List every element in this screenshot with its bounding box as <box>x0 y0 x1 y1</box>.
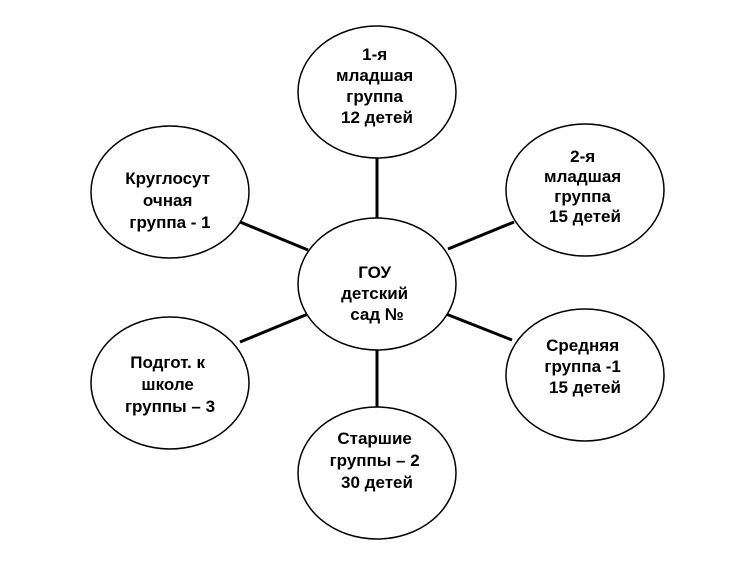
node-center-ellipse <box>297 217 457 351</box>
node-middle: Средняя группа -1 15 детей <box>505 308 665 442</box>
node-junior-1-ellipse <box>297 25 457 159</box>
node-prep-line-2: школе <box>141 375 193 394</box>
node-junior-2-line-4: 15 детей <box>549 207 621 226</box>
node-junior-2-line-2: младшая <box>544 167 621 186</box>
node-senior-line-2: группы – 2 <box>330 451 420 470</box>
node-junior-1-label: 1-я младшая группа 12 детей <box>336 45 418 127</box>
node-middle-label: Средняя группа -1 15 детей <box>544 336 625 397</box>
node-junior-2-label: 2-я младшая группа 15 детей <box>544 147 626 226</box>
node-senior-line-1: Старшие <box>337 429 412 448</box>
node-middle-line-1: Средняя <box>546 336 619 355</box>
node-round-the-clock: Круглосут очная группа - 1 <box>90 125 250 259</box>
node-senior-ellipse <box>297 406 457 540</box>
node-center-label: ГОУ детский сад № <box>341 263 413 324</box>
node-junior-2: 2-я младшая группа 15 детей <box>505 123 665 257</box>
node-center: ГОУ детский сад № <box>297 217 457 351</box>
node-senior: Старшие группы – 2 30 детей <box>297 406 457 540</box>
node-junior-2-ellipse <box>505 123 665 257</box>
node-junior-1-line-4: 12 детей <box>341 108 413 127</box>
node-senior-label: Старшие группы – 2 30 детей <box>330 429 425 492</box>
node-center-line-2: детский <box>341 284 408 303</box>
connector-junior-2 <box>447 220 515 251</box>
node-prep: Подгот. к школе группы – 3 <box>90 316 250 450</box>
node-junior-1-line-1: 1-я <box>362 45 387 64</box>
node-middle-ellipse <box>505 308 665 442</box>
node-center-line-1: ГОУ <box>358 263 391 282</box>
connector-prep <box>239 312 309 344</box>
node-junior-1-line-3: группа <box>346 87 403 106</box>
node-prep-line-3: группы – 3 <box>125 397 215 416</box>
node-junior-2-line-3: группа <box>554 187 611 206</box>
node-junior-1-line-2: младшая <box>336 66 413 85</box>
node-junior-2-line-1: 2-я <box>570 147 595 166</box>
node-round-the-clock-ellipse <box>90 125 250 259</box>
node-prep-line-1: Подгот. к <box>130 353 205 372</box>
node-round-the-clock-line-3: группа - 1 <box>129 213 210 232</box>
node-junior-1: 1-я младшая группа 12 детей <box>297 25 457 159</box>
node-senior-line-3: 30 детей <box>341 473 413 492</box>
connectors <box>239 157 515 410</box>
node-prep-ellipse <box>90 316 250 450</box>
connector-middle <box>445 312 513 342</box>
node-round-the-clock-label: Круглосут очная группа - 1 <box>125 169 215 232</box>
node-round-the-clock-line-1: Круглосут <box>125 169 210 188</box>
node-middle-line-2: группа -1 <box>544 357 621 376</box>
node-center-line-3: сад № <box>350 305 404 324</box>
node-prep-label: Подгот. к школе группы – 3 <box>125 353 215 416</box>
node-round-the-clock-line-2: очная <box>143 191 192 210</box>
connector-round-the-clock <box>239 220 309 252</box>
node-middle-line-3: 15 детей <box>549 378 621 397</box>
